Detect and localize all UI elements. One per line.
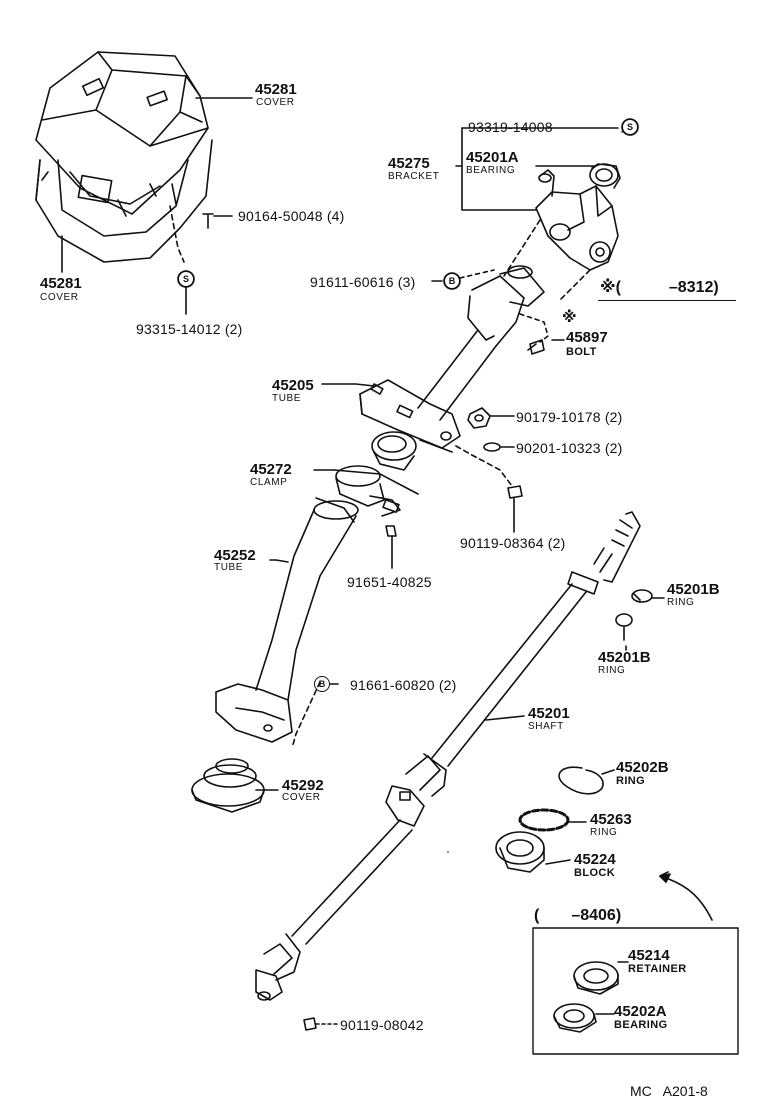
bolt-45897 bbox=[527, 339, 545, 355]
bolt-45897-name: BOLT bbox=[566, 346, 597, 358]
bearing-a-name: BEARING bbox=[466, 165, 516, 176]
ring-45201b-lower bbox=[615, 613, 633, 641]
column-bracket-45275 bbox=[535, 169, 619, 271]
bracket-name: BRACKET bbox=[388, 171, 440, 182]
shaft-name: SHAFT bbox=[528, 721, 564, 732]
cover-lower-name: COVER bbox=[40, 292, 79, 303]
cover-lower-number: 45281 bbox=[40, 275, 82, 292]
upper-column-cover bbox=[35, 51, 209, 215]
retainer-number: 45214 bbox=[628, 947, 670, 964]
bearing-2a-number: 45202A bbox=[614, 1003, 667, 1020]
retainer-name: RETAINER bbox=[628, 963, 687, 975]
bolt-90119-08364 bbox=[507, 485, 523, 533]
bolt-91661-label: 91661-60820 (2) bbox=[350, 677, 457, 693]
bolt-45897-number: 45897 bbox=[566, 329, 608, 346]
block-45224 bbox=[495, 831, 571, 873]
steering-shaft-45201 bbox=[255, 511, 641, 1001]
s-symbol-bracket: S bbox=[622, 119, 638, 135]
ring-b2-name: RING bbox=[598, 665, 626, 676]
ring-b1-name: RING bbox=[667, 597, 695, 608]
ring-45263 bbox=[518, 808, 587, 832]
ring-45263-name: RING bbox=[590, 827, 618, 838]
diagram-code: MC A201-8 bbox=[630, 1083, 708, 1099]
boot-cover-45292 bbox=[191, 758, 279, 813]
ring-45202b-name: RING bbox=[616, 775, 646, 787]
bearing-2a-name: BEARING bbox=[614, 1019, 668, 1031]
cover-45292-number: 45292 bbox=[282, 777, 324, 794]
bolt-90119-08042 bbox=[303, 1017, 339, 1031]
screw-90164 bbox=[202, 213, 233, 229]
s-symbol-cover: S bbox=[178, 271, 194, 287]
tube-45252-number: 45252 bbox=[214, 547, 256, 564]
cover-upper-name: COVER bbox=[256, 97, 295, 108]
lower-column-cover bbox=[35, 139, 213, 263]
clamp-45272 bbox=[313, 465, 401, 517]
nut-90179 bbox=[467, 407, 515, 429]
ring-b1-number: 45201B bbox=[667, 581, 720, 598]
ring-b2-number: 45201B bbox=[598, 649, 651, 666]
ring-45263-number: 45263 bbox=[590, 811, 632, 828]
inset-range: ( –8406) bbox=[534, 907, 622, 924]
retainer-45214 bbox=[573, 961, 629, 995]
inset-frame bbox=[532, 927, 739, 1055]
screw-93319-label: 93319-14008 bbox=[468, 119, 553, 135]
column-tube-45205 bbox=[359, 265, 545, 471]
bolt-91651 bbox=[385, 525, 397, 569]
screw-93315-label: 93315-14012 (2) bbox=[136, 321, 243, 337]
production-range-underline bbox=[598, 300, 736, 301]
nut-90179-label: 90179-10178 (2) bbox=[516, 409, 623, 425]
washer-90201 bbox=[483, 442, 515, 452]
cover-upper-number: 45281 bbox=[255, 81, 297, 98]
block-number: 45224 bbox=[574, 851, 616, 868]
clamp-number: 45272 bbox=[250, 461, 292, 478]
cover-45292-name: COVER bbox=[282, 792, 321, 803]
bolt-90119-08042-label: 90119-08042 bbox=[340, 1017, 424, 1033]
screw-90164-label: 90164-50048 (4) bbox=[238, 208, 345, 224]
ring-45201b-upper bbox=[631, 589, 665, 603]
production-range: ( –8312) bbox=[615, 279, 719, 296]
tube-45252-name: TUBE bbox=[214, 562, 244, 573]
clamp-name: CLAMP bbox=[250, 477, 288, 488]
bolt-91611-label: 91611-60616 (3) bbox=[310, 274, 416, 290]
b-symbol-91611: B bbox=[444, 273, 460, 289]
bracket-number: 45275 bbox=[388, 155, 430, 172]
washer-90201-label: 90201-10323 (2) bbox=[516, 440, 623, 456]
bearing-a-number: 45201A bbox=[466, 149, 519, 166]
bolt-90119-08364-label: 90119-08364 (2) bbox=[460, 535, 566, 551]
bearing-45201a bbox=[589, 163, 621, 189]
b-symbol-91661: B bbox=[314, 676, 330, 692]
production-range-note: ※( –8312) bbox=[600, 280, 719, 296]
bearing-45202a bbox=[553, 1003, 615, 1033]
note-symbol: ※ bbox=[600, 279, 616, 296]
bolt-45897-note-mark: ※ bbox=[562, 309, 577, 326]
tube-45205-name: TUBE bbox=[272, 393, 302, 404]
bolt-91651-label: 91651-40825 bbox=[347, 574, 432, 590]
ring-45202b bbox=[558, 766, 615, 795]
tube-45205-number: 45205 bbox=[272, 377, 314, 394]
block-name: BLOCK bbox=[574, 867, 616, 879]
lower-tube-45252 bbox=[215, 497, 359, 743]
shaft-number: 45201 bbox=[528, 705, 570, 722]
ring-45202b-number: 45202B bbox=[616, 759, 669, 776]
